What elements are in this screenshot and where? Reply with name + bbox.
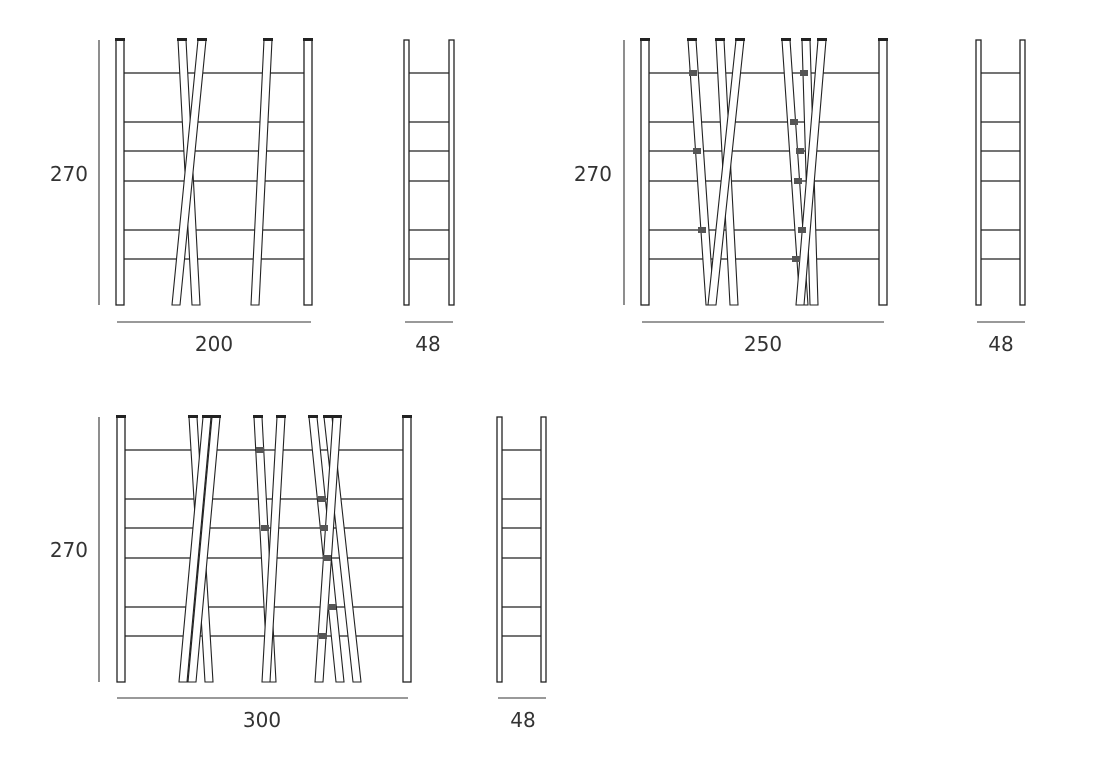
diagonal-brace: [687, 39, 715, 306]
bookcase-200-side-view: 48: [403, 39, 455, 356]
brace-cap: [735, 38, 745, 41]
diagonal-braces: [687, 38, 827, 306]
shelf-clip: [698, 227, 706, 233]
back-upright: [540, 416, 547, 683]
shelf-clip: [320, 525, 328, 531]
diagonal-braces: [171, 38, 273, 306]
right-post: [402, 416, 412, 683]
shelf-clip: [328, 604, 336, 610]
depth-label: 48: [415, 332, 440, 356]
post-cap: [116, 415, 126, 418]
post-cap: [303, 38, 313, 41]
brace-cap: [817, 38, 827, 41]
brace-cap: [323, 415, 333, 418]
height-label: 270: [50, 162, 88, 186]
front-upright: [403, 39, 410, 306]
post-cap: [640, 38, 650, 41]
brace-cap: [197, 38, 207, 41]
width-label: 250: [744, 332, 782, 356]
brace-cap: [332, 415, 342, 418]
width-label: 200: [195, 332, 233, 356]
shelf-clip: [261, 525, 269, 531]
post-cap: [115, 38, 125, 41]
side-shelves: [981, 72, 1020, 260]
bookcase-250-front-view: 270: [574, 38, 888, 356]
shelf-clip: [790, 119, 798, 125]
bookcase-300-front-view: 270: [50, 415, 412, 732]
brace-cap: [263, 38, 273, 41]
shelf-clip: [794, 178, 802, 184]
side-shelves: [502, 449, 541, 637]
left-post: [115, 39, 125, 306]
brace-cap: [211, 415, 221, 418]
front-upright: [975, 39, 982, 306]
brace-cap: [801, 38, 811, 41]
shelf-clip: [800, 70, 808, 76]
shelf-clip: [319, 633, 327, 639]
diagonal-braces: [178, 415, 362, 683]
post-cap: [878, 38, 888, 41]
bookcase-300-side-view: 48: [496, 416, 547, 732]
front-frame: [116, 415, 412, 683]
post-cap: [402, 415, 412, 418]
bookcase-250-side-view: 48: [975, 39, 1026, 356]
brace-cap: [308, 415, 318, 418]
brace-cap: [687, 38, 697, 41]
left-post: [640, 39, 650, 306]
side-shelves: [409, 72, 449, 260]
shelf-clip: [693, 148, 701, 154]
brace-cap: [188, 415, 198, 418]
brace-cap: [781, 38, 791, 41]
shelf-clip: [689, 70, 697, 76]
front-frame: [640, 38, 888, 306]
shelf-clip: [796, 148, 804, 154]
shelf-clip: [798, 227, 806, 233]
width-label: 300: [243, 708, 281, 732]
left-post: [116, 416, 126, 683]
height-label: 270: [574, 162, 612, 186]
shelf-clip: [318, 496, 326, 502]
depth-label: 48: [510, 708, 535, 732]
right-post: [878, 39, 888, 306]
diagonal-brace: [171, 39, 207, 306]
right-post: [303, 39, 313, 306]
brace-cap: [177, 38, 187, 41]
front-upright: [496, 416, 503, 683]
shelf-clip: [256, 447, 264, 453]
brace-cap: [202, 415, 212, 418]
shelf-clip: [792, 256, 800, 262]
brace-cap: [715, 38, 725, 41]
diagonal-brace: [250, 39, 273, 306]
front-frame: [115, 38, 313, 306]
height-label: 270: [50, 538, 88, 562]
back-upright: [1019, 39, 1026, 306]
brace-cap: [253, 415, 263, 418]
shelves: [649, 72, 879, 260]
back-upright: [448, 39, 455, 306]
brace-cap: [276, 415, 286, 418]
shelf-clips: [689, 70, 808, 262]
depth-label: 48: [988, 332, 1013, 356]
shelf-clip: [323, 555, 331, 561]
shelf-clips: [256, 447, 336, 639]
bookcase-200-front-view: 270 200: [50, 38, 313, 356]
shelves: [124, 72, 304, 260]
